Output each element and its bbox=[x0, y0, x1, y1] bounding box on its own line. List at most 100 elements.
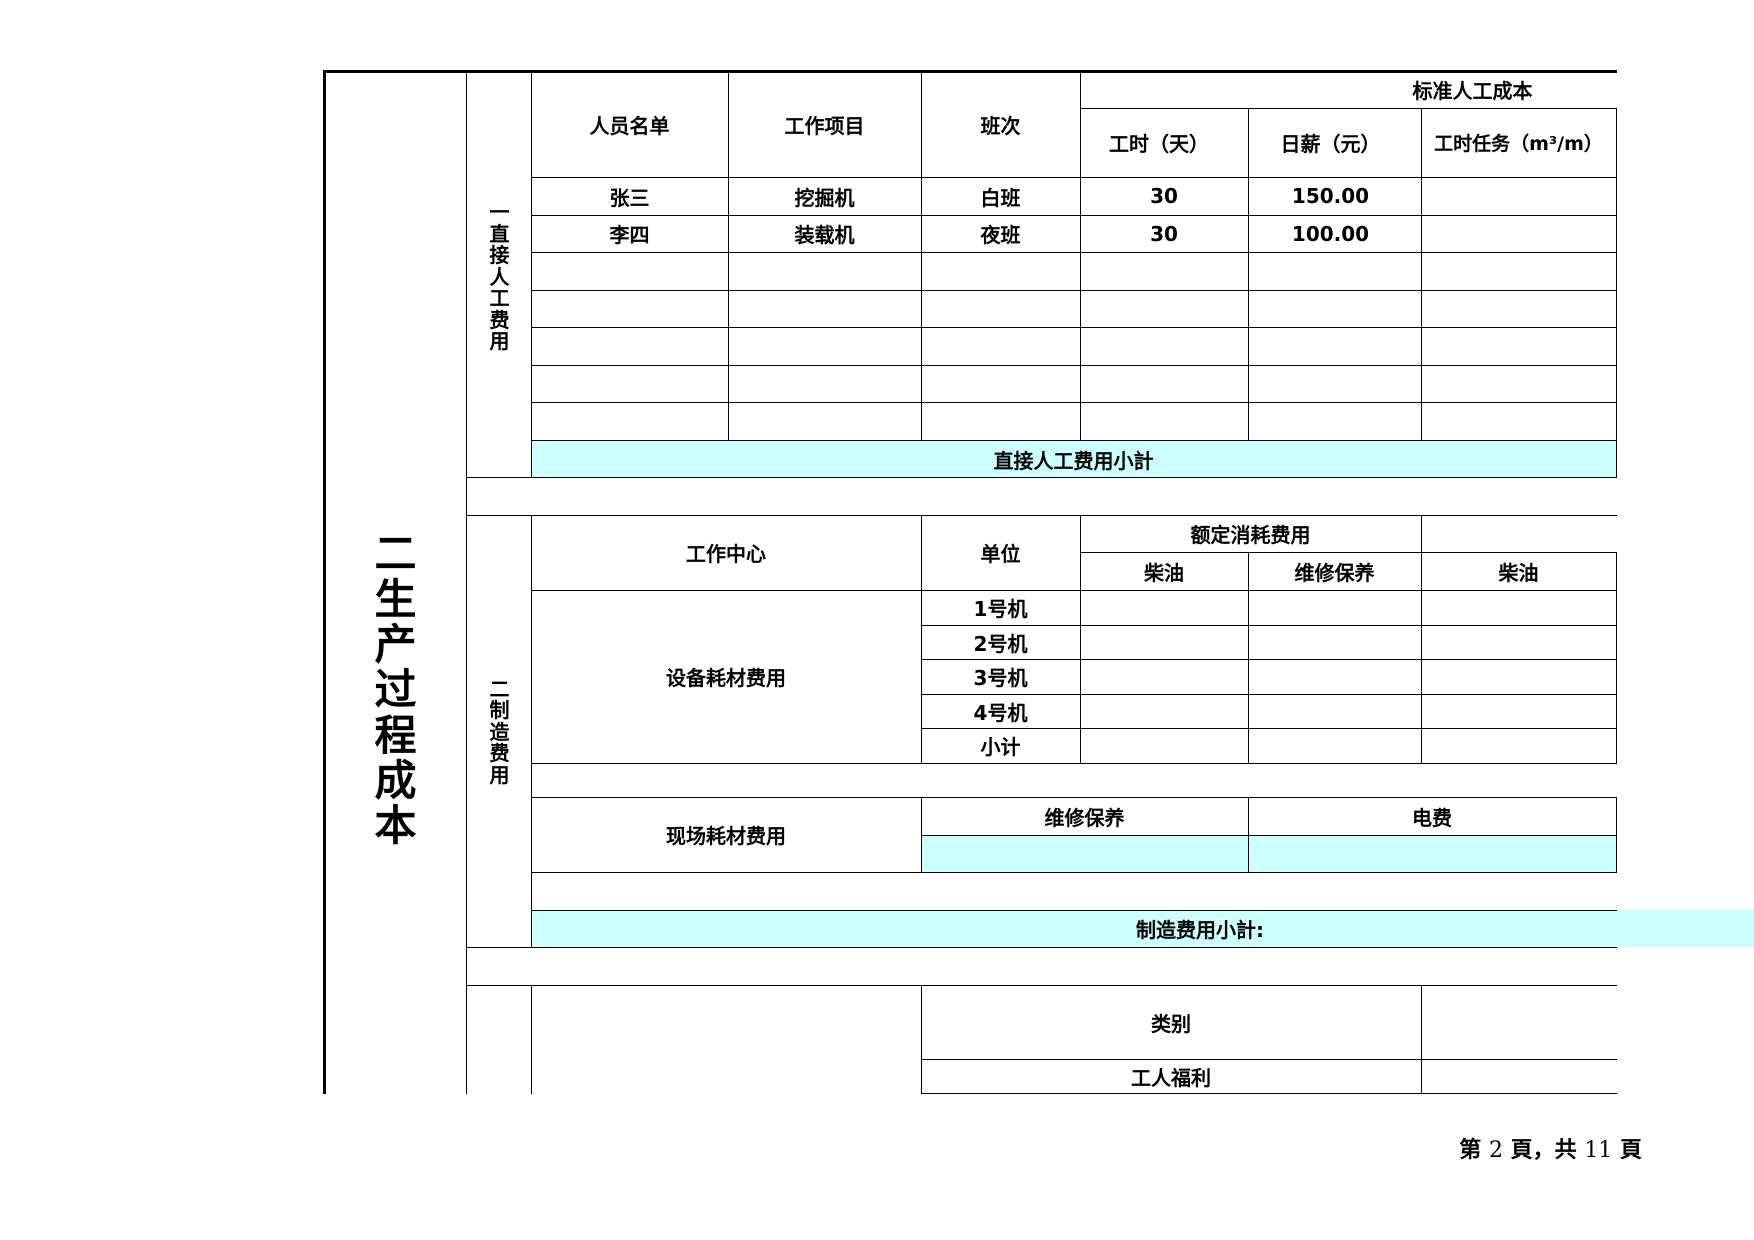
header-hours: 工时（天） bbox=[1109, 132, 1209, 156]
unit-row-label: 3号机 bbox=[973, 666, 1028, 690]
row-line bbox=[531, 290, 1617, 291]
section-title-char: 程 bbox=[374, 710, 417, 760]
cell-name: 李四 bbox=[609, 223, 650, 247]
row-line bbox=[531, 365, 1617, 366]
unit-row-label: 1号机 bbox=[973, 597, 1028, 621]
mfg-label-right bbox=[531, 515, 532, 947]
col-line bbox=[1421, 985, 1422, 1094]
sub-header-diesel: 柴油 bbox=[1144, 560, 1184, 585]
site-top bbox=[531, 797, 1617, 798]
cell-wage: 100.00 bbox=[1291, 221, 1370, 246]
total-pages: 11 bbox=[1584, 1138, 1613, 1163]
mfg-header-bottom bbox=[531, 590, 1617, 591]
labor-section-bottom bbox=[466, 477, 1617, 478]
row-line bbox=[531, 215, 1617, 216]
col-line bbox=[921, 797, 922, 872]
labor-label-right bbox=[531, 71, 532, 478]
unit-row-label: 小计 bbox=[980, 735, 1021, 759]
header-shift: 班次 bbox=[980, 113, 1021, 138]
section-title: 二 生 产 过 程 成 本 bbox=[325, 531, 466, 849]
section-title-char: 本 bbox=[374, 801, 417, 851]
col-line bbox=[1248, 108, 1249, 441]
section-title-char: 成 bbox=[374, 756, 417, 806]
unit-row-label: 4号机 bbox=[973, 700, 1028, 725]
welfare-bottom bbox=[921, 1093, 1617, 1094]
table-right-edge bbox=[1616, 108, 1617, 478]
labor-section-label: 一 直 接 人 工 费 用 bbox=[489, 199, 510, 354]
header-project: 工作项目 bbox=[784, 113, 865, 138]
unit-header: 单位 bbox=[980, 542, 1021, 566]
sub-header-maintenance: 维修保养 bbox=[1294, 560, 1375, 585]
table-top-border bbox=[323, 70, 1617, 73]
site-maintenance-fill bbox=[921, 835, 1248, 872]
header-wage: 日薪（元） bbox=[1280, 132, 1381, 156]
unit-row-line bbox=[921, 659, 1617, 660]
row-line bbox=[531, 252, 1617, 253]
mfg-section-bottom bbox=[466, 947, 1617, 948]
section-title-char: 过 bbox=[374, 665, 417, 715]
mfg-subtotal-top bbox=[531, 910, 1617, 911]
header-task: 工时任务（m³/m） bbox=[1434, 133, 1603, 155]
manufacturing-subtotal-label: 制造费用小計: bbox=[1136, 918, 1264, 942]
site-electricity-fill bbox=[1248, 835, 1616, 872]
cell-hours: 30 bbox=[1150, 184, 1178, 208]
col-line bbox=[1080, 515, 1081, 763]
row-line bbox=[531, 440, 1617, 441]
labor-subtotal-fill bbox=[531, 441, 1616, 477]
section-title-char: 产 bbox=[374, 619, 417, 669]
cell-shift: 夜班 bbox=[980, 223, 1021, 247]
unit-row-line bbox=[921, 694, 1617, 695]
site-header-electricity: 电费 bbox=[1412, 805, 1452, 830]
col-line bbox=[921, 985, 922, 1094]
equipment-cost-label: 设备耗材费用 bbox=[666, 666, 786, 690]
section-title-char: 二 bbox=[374, 529, 417, 579]
site-bottom bbox=[531, 872, 1617, 873]
category-bottom bbox=[921, 1059, 1617, 1060]
equipment-bottom bbox=[531, 763, 1617, 764]
table-left-border bbox=[323, 70, 326, 1094]
col-line bbox=[1248, 797, 1249, 872]
page-indicator: 第 2 頁，共 11 頁 bbox=[1459, 1137, 1642, 1163]
manufacturing-subtotal-fill bbox=[531, 910, 1754, 947]
cell-name: 张三 bbox=[609, 185, 650, 210]
quota-cost-header: 额定消耗费用 bbox=[1190, 523, 1311, 547]
col-line bbox=[921, 515, 922, 763]
table-right-edge-mfg bbox=[1616, 552, 1617, 763]
cell-wage: 150.00 bbox=[1291, 184, 1370, 208]
current-page: 2 bbox=[1488, 1138, 1503, 1163]
col-line bbox=[1421, 108, 1422, 441]
other-label-right bbox=[531, 985, 532, 1094]
col-line bbox=[1080, 71, 1081, 441]
labor-subtotal-label: 直接人工费用小計 bbox=[993, 448, 1154, 473]
unit-row-line bbox=[921, 728, 1617, 729]
col-line bbox=[1248, 552, 1249, 763]
site-header-bottom bbox=[921, 835, 1617, 836]
col-line bbox=[1421, 515, 1422, 763]
unit-row-label: 2号机 bbox=[973, 631, 1028, 656]
section-divider-line bbox=[466, 71, 467, 1094]
cell-shift: 白班 bbox=[980, 185, 1021, 210]
cell-hours: 30 bbox=[1150, 221, 1178, 246]
cell-project: 挖掘机 bbox=[794, 185, 855, 210]
header-name: 人员名单 bbox=[589, 113, 670, 138]
mfg-section-top bbox=[466, 515, 1617, 516]
row-line bbox=[531, 402, 1617, 403]
table-right-edge-site bbox=[1616, 797, 1617, 872]
work-center-header: 工作中心 bbox=[686, 542, 766, 566]
cell-project: 装载机 bbox=[794, 223, 855, 247]
quota-header-bottom bbox=[1080, 552, 1617, 553]
other-section-top bbox=[466, 985, 1617, 986]
standard-labor-cost-header: 标准人工成本 bbox=[1412, 79, 1533, 103]
welfare-label: 工人福利 bbox=[1131, 1065, 1211, 1090]
labor-subheader-top bbox=[1080, 108, 1617, 109]
labor-header-bottom bbox=[531, 177, 1617, 178]
col-line bbox=[728, 71, 729, 441]
site-cost-label: 现场耗材费用 bbox=[666, 824, 786, 848]
row-line bbox=[531, 327, 1617, 328]
site-header-maintenance: 维修保养 bbox=[1044, 805, 1125, 830]
manufacturing-section-label: 二 制 造 费 用 bbox=[489, 676, 510, 787]
sub-header-diesel: 柴油 bbox=[1498, 560, 1539, 585]
section-title-char: 生 bbox=[374, 574, 417, 624]
unit-row-line bbox=[921, 625, 1617, 626]
category-header: 类别 bbox=[1151, 1011, 1191, 1036]
